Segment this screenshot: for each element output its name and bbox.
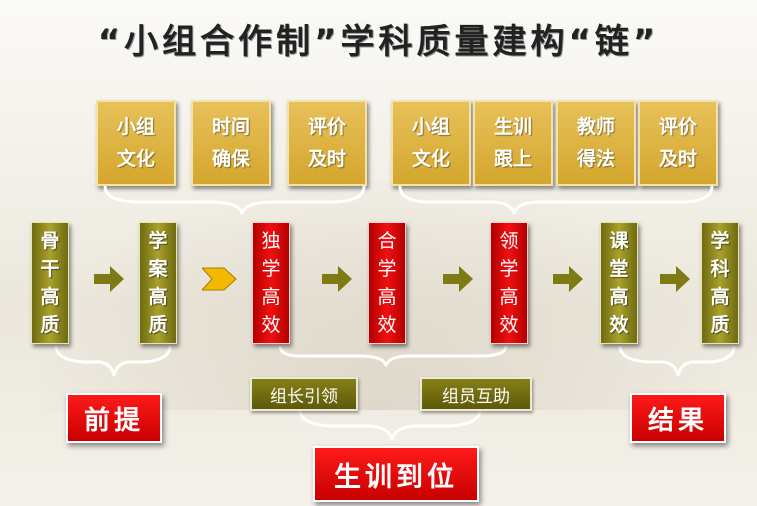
top-box-line1: 小组 (116, 116, 155, 138)
chain-char: 领 (499, 230, 519, 252)
chain-char: 独 (261, 230, 281, 252)
chain-char: 效 (261, 314, 281, 336)
chain-char: 学 (377, 258, 397, 280)
top-box-student-training: 生训 跟上 (473, 100, 553, 186)
chain-char: 高 (377, 286, 397, 308)
chain-box-study-plan-quality: 学 案 高 质 (139, 222, 177, 344)
chain-char: 科 (710, 258, 730, 280)
chain-char: 干 (40, 258, 60, 280)
chain-box-independent-study: 独 学 高 效 (252, 222, 290, 344)
label-premise: 前提 (66, 393, 162, 443)
chain-char: 骨 (40, 230, 60, 252)
chain-char: 质 (148, 314, 168, 336)
chain-char: 效 (377, 314, 397, 336)
chain-box-backbone-quality: 骨 干 高 质 (31, 222, 69, 344)
top-box-line2: 文化 (116, 148, 155, 170)
top-box-line1: 评价 (307, 116, 346, 138)
top-box-line1: 生训 (493, 116, 532, 138)
top-box-line2: 及时 (658, 148, 697, 170)
arrow-right-icon (553, 266, 583, 292)
top-box-line2: 得法 (576, 148, 615, 170)
top-box-line2: 及时 (307, 148, 346, 170)
chain-char: 高 (499, 286, 519, 308)
arrow-right-icon (443, 266, 473, 292)
pill-member-support: 组员互助 (420, 377, 532, 411)
chain-char: 学 (148, 230, 168, 252)
chain-box-cooperative-study: 合 学 高 效 (368, 222, 406, 344)
chain-box-classroom-efficiency: 课 堂 高 效 (600, 222, 638, 344)
arrow-right-icon (322, 266, 352, 292)
chain-box-led-study: 领 学 高 效 (490, 222, 528, 344)
chain-char: 高 (609, 286, 629, 308)
label-student-training-in-place: 生训到位 (313, 446, 479, 502)
top-box-group-culture-1: 小组 文化 (96, 100, 176, 186)
chain-char: 高 (261, 286, 281, 308)
chain-char: 高 (148, 286, 168, 308)
top-box-line1: 评价 (658, 116, 697, 138)
top-box-evaluation-2: 评价 及时 (638, 100, 718, 186)
top-box-line2: 文化 (411, 148, 450, 170)
label-result: 结果 (630, 393, 726, 443)
page-title: “小组合作制”学科质量建构“链” (97, 22, 660, 62)
chain-char: 质 (40, 314, 60, 336)
top-box-line2: 确保 (211, 148, 250, 170)
top-box-time: 时间 确保 (191, 100, 271, 186)
top-box-line2: 跟上 (493, 148, 532, 170)
pill-leader-guidance: 组长引领 (250, 377, 358, 411)
chevron-right-icon (202, 267, 237, 291)
chain-char: 案 (148, 258, 168, 280)
chain-char: 学 (710, 230, 730, 252)
chain-char: 学 (261, 258, 281, 280)
top-box-line1: 小组 (411, 116, 450, 138)
chain-char: 高 (710, 286, 730, 308)
chain-box-subject-quality: 学 科 高 质 (701, 222, 739, 344)
chain-char: 质 (710, 314, 730, 336)
chain-char: 课 (609, 230, 629, 252)
top-box-group-culture-2: 小组 文化 (391, 100, 471, 186)
chain-char: 效 (499, 314, 519, 336)
arrow-right-icon (660, 266, 690, 292)
chain-char: 效 (609, 314, 629, 336)
top-box-line1: 教师 (576, 116, 615, 138)
chain-char: 堂 (609, 258, 629, 280)
chain-char: 高 (40, 286, 60, 308)
arrow-right-icon (94, 266, 124, 292)
top-box-line1: 时间 (211, 116, 250, 138)
top-box-teacher-method: 教师 得法 (556, 100, 636, 186)
chain-char: 学 (499, 258, 519, 280)
chain-char: 合 (377, 230, 397, 252)
top-box-evaluation-1: 评价 及时 (287, 100, 367, 186)
